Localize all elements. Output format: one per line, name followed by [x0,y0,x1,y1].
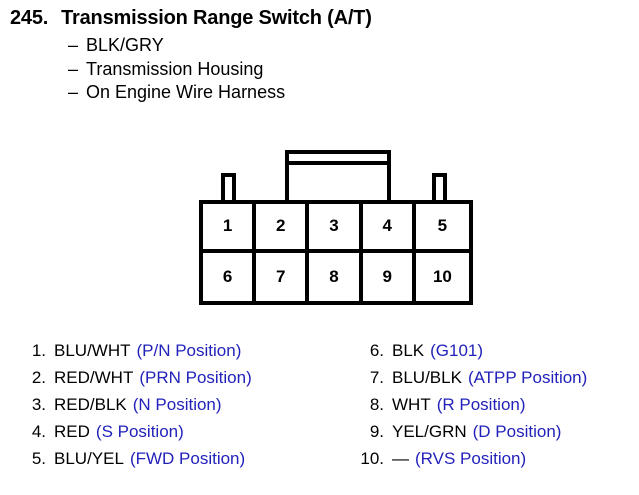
pin-legend-left-column: 1. BLU/WHT (P/N Position) 2. RED/WHT (PRN Pos… [22,337,252,472]
list-item: 3. RED/BLK (N Position) [22,391,252,418]
legend-wire-color: RED [54,422,90,441]
legend-position-label: (RVS Position) [415,449,527,468]
legend-position-label: (PRN Position) [139,368,252,387]
connector-pin-9: 9 [362,252,416,301]
legend-pin-number: 7. [369,368,384,387]
legend-wire-color: BLU/WHT [54,341,131,360]
pin-legend-right-list: 6. BLK (G101) 7. BLU/BLK (ATPP Position) 8. WHT… [360,337,587,472]
connector-pin-7: 7 [256,252,310,301]
legend-position-label: (R Position) [436,395,526,414]
list-item: 8. WHT (R Position) [360,391,587,418]
detail-dash-icon: – [68,58,79,79]
legend-pin-number: 8. [369,395,384,414]
component-detail-item: –On Engine Wire Harness [68,81,639,105]
connector-right-notch-icon [432,173,447,203]
legend-pin-number: 2. [31,368,46,387]
connector-pin-10: 10 [415,252,469,301]
connector-latch-tab-icon [285,150,391,202]
connector-pin-1: 1 [203,204,257,253]
legend-wire-color: — [392,449,409,468]
legend-pin-number: 3. [31,395,46,414]
legend-pin-number: 1. [31,341,46,360]
page-title: 245. Transmission Range Switch (A/T) [0,0,639,30]
detail-dash-icon: – [68,35,79,55]
legend-wire-color: YEL/GRN [392,422,467,441]
legend-position-label: (D Position) [472,422,562,441]
list-item: 9. YEL/GRN (D Position) [360,418,587,445]
list-item: 7. BLU/BLK (ATPP Position) [360,364,587,391]
header-section: 245. Transmission Range Switch (A/T) –BL… [0,0,639,105]
list-item: 10. — (RVS Position) [360,445,587,472]
legend-position-label: (ATPP Position) [467,368,588,387]
legend-pin-number: 5. [31,449,46,468]
title-text: Transmission Range Switch (A/T) [61,7,372,29]
component-detail-item: –BLK/GRY [68,34,639,58]
legend-pin-number: 4. [31,422,46,441]
legend-wire-color: BLU/YEL [54,449,124,468]
pin-legend-right-column: 6. BLK (G101) 7. BLU/BLK (ATPP Position) 8. WHT… [360,337,587,472]
connector-pin-6: 6 [203,252,257,301]
detail-text: BLK/GRY [86,35,164,55]
legend-position-label: (N Position) [132,395,222,414]
legend-wire-color: WHT [392,395,431,414]
legend-wire-color: RED/WHT [54,368,134,387]
title-item-number: 245. [10,7,49,29]
legend-pin-number: 10. [360,449,384,468]
list-item: 4. RED (S Position) [22,418,252,445]
legend-position-label: (P/N Position) [136,341,242,360]
legend-pin-number: 6. [369,341,384,360]
connector-latch-bar-icon [289,161,387,165]
legend-wire-color: RED/BLK [54,395,127,414]
detail-text: Transmission Housing [86,58,264,79]
legend-wire-color: BLU/BLK [392,368,462,387]
component-detail-list: –BLK/GRY–Transmission Housing–On Engine … [0,34,639,105]
detail-text: On Engine Wire Harness [86,82,286,102]
list-item: 6. BLK (G101) [360,337,587,364]
connector-left-notch-icon [221,173,236,203]
connector-pin-8: 8 [309,252,363,301]
list-item: 1. BLU/WHT (P/N Position) [22,337,252,364]
legend-position-label: (S Position) [95,422,184,441]
legend-wire-color: BLK [392,341,425,360]
list-item: 2. RED/WHT (PRN Position) [22,364,252,391]
connector-pin-4: 4 [362,204,416,253]
detail-dash-icon: – [68,82,79,102]
pin-legend-left-list: 1. BLU/WHT (P/N Position) 2. RED/WHT (PRN Pos… [22,337,252,472]
legend-position-label: (FWD Position) [129,449,246,468]
legend-position-label: (G101) [430,341,484,360]
connector-pin-5: 5 [415,204,469,253]
connector-pin-3: 3 [309,204,363,253]
connector-pin-2: 2 [256,204,310,253]
component-detail-item: –Transmission Housing [68,58,639,82]
legend-pin-number: 9. [369,422,384,441]
list-item: 5. BLU/YEL (FWD Position) [22,445,252,472]
